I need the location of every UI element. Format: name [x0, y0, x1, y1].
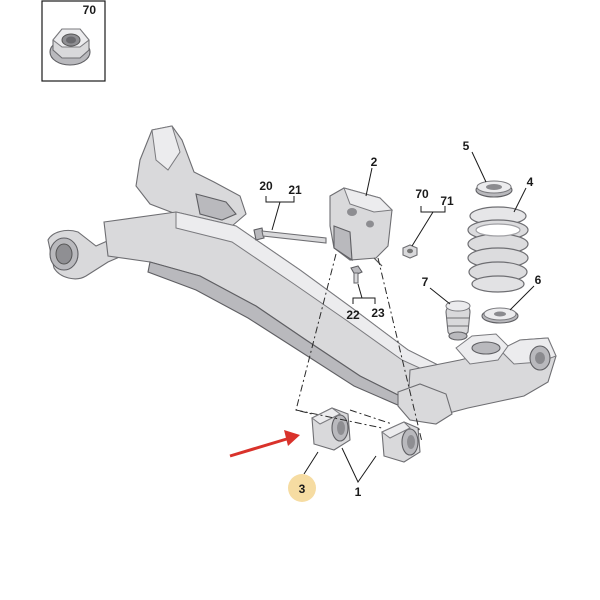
part-20-bolt: [253, 227, 327, 244]
callout-1: 1: [355, 485, 362, 499]
callout-20: 20: [259, 179, 273, 193]
callout-22: 22: [346, 308, 360, 322]
leader-lines: [265, 151, 535, 483]
part-7-bump-stop: [445, 300, 471, 341]
callout-2: 2: [371, 155, 378, 169]
callout-4: 4: [527, 175, 534, 189]
part-70-nut: [402, 244, 418, 259]
red-pointer-arrow-icon: [229, 430, 300, 458]
part-5-spring-seat: [475, 180, 513, 198]
part-3-bushing: [311, 407, 351, 451]
part-2-bracket: [329, 187, 394, 267]
callout-labels: 2 20 21 70 71 22 23 5 4 6 7 3 1: [259, 139, 541, 499]
callout-70: 70: [415, 187, 429, 201]
callout-5: 5: [463, 139, 470, 153]
part-4-coil-spring: [467, 206, 529, 293]
part-22-bolt: [350, 265, 363, 284]
rear-subframe: [47, 125, 557, 425]
callout-23: 23: [371, 306, 385, 320]
callout-7: 7: [422, 275, 429, 289]
inset-label: 70: [83, 3, 97, 17]
part-6-lower-seat: [481, 307, 519, 324]
highlight-circle: [288, 474, 316, 502]
callout-6: 6: [535, 273, 542, 287]
part-1-bushing-right: [381, 421, 421, 463]
callout-71: 71: [440, 194, 454, 208]
inset-panel: 70: [41, 0, 106, 82]
callout-21: 21: [288, 183, 302, 197]
assembly-lines: [295, 253, 423, 443]
callout-3: 3: [299, 482, 306, 496]
hex-flange-nut-icon: [49, 28, 91, 66]
